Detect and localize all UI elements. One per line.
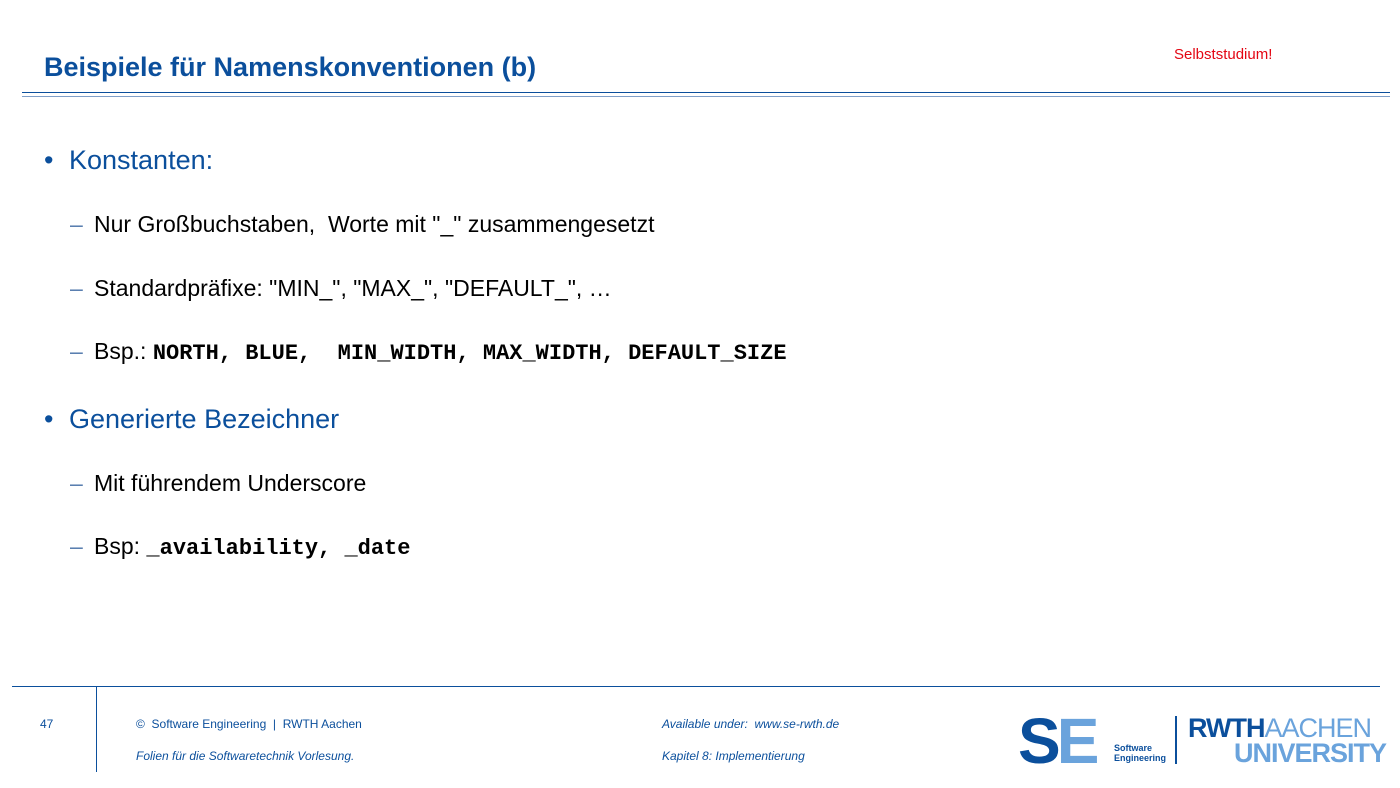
se-logo-sub-engineering: Engineering xyxy=(1114,753,1167,763)
sub-bullet-underscore-text: Mit führendem Underscore xyxy=(94,470,367,496)
se-logo-subtitle: Software Engineering xyxy=(1114,743,1166,763)
se-logo-s: S xyxy=(1018,705,1061,777)
constant-examples-code: NORTH, BLUE, MIN_WIDTH, MAX_WIDTH, DEFAU… xyxy=(152,341,787,366)
logo-separator xyxy=(1175,716,1177,764)
dash-marker: – xyxy=(70,338,83,364)
title-divider xyxy=(22,92,1390,93)
example-prefix: Bsp.: xyxy=(94,338,153,364)
rwth-logo: RWTHAACHEN UNIVERSITY xyxy=(1188,714,1387,767)
sub-bullet-prefixes: –Standardpräfixe: "MIN_", "MAX_", "DEFAU… xyxy=(70,275,612,302)
dash-marker: – xyxy=(70,533,83,559)
sub-bullet-prefixes-text: Standardpräfixe: "MIN_", "MAX_", "DEFAUL… xyxy=(94,275,612,301)
footer-divider xyxy=(12,686,1380,687)
self-study-badge: Selbststudium! xyxy=(1174,46,1273,63)
sub-bullet-uppercase-text: Nur Großbuchstaben, Worte mit "_" zusamm… xyxy=(94,211,655,237)
footer-course-note: Folien für die Softwaretechnik Vorlesung… xyxy=(136,749,355,763)
bullet-dot: • xyxy=(44,404,54,434)
bullet-generated-identifiers: • Generierte Bezeichner xyxy=(44,404,339,435)
se-logo-letters: SE xyxy=(1018,704,1100,778)
rwth-logo-top: RWTHAACHEN xyxy=(1188,713,1373,743)
sub-bullet-uppercase: –Nur Großbuchstaben, Worte mit "_" zusam… xyxy=(70,211,654,238)
bullet-constants: • Konstanten: xyxy=(44,145,213,176)
se-logo-e: E xyxy=(1056,705,1100,777)
rwth-logo-rwth: RWTH xyxy=(1188,713,1265,743)
page-number: 47 xyxy=(40,717,54,731)
footer-vertical-divider xyxy=(96,686,97,772)
sub-bullet-generated-examples: –Bsp: _availability, _date xyxy=(70,533,410,561)
bullet-generated-label: Generierte Bezeichner xyxy=(69,404,340,434)
footer-available: Available under: www.se-rwth.de xyxy=(662,717,840,731)
dash-marker: – xyxy=(70,470,83,496)
page-title: Beispiele für Namenskonventionen (b) xyxy=(44,52,537,82)
title-divider-secondary xyxy=(22,96,1390,97)
example-prefix: Bsp: xyxy=(94,533,147,559)
footer-chapter: Kapitel 8: Implementierung xyxy=(662,749,805,763)
bullet-constants-label: Konstanten: xyxy=(69,145,214,175)
se-logo: SE Software Engineering xyxy=(1018,705,1168,777)
generated-examples-code: _availability, _date xyxy=(146,536,411,561)
rwth-logo-aachen: AACHEN xyxy=(1264,713,1373,743)
sub-bullet-underscore: –Mit führendem Underscore xyxy=(70,470,366,497)
dash-marker: – xyxy=(70,275,83,301)
bullet-dot: • xyxy=(44,145,54,175)
rwth-logo-university: UNIVERSITY xyxy=(1234,738,1387,768)
sub-bullet-constant-examples: –Bsp.: NORTH, BLUE, MIN_WIDTH, MAX_WIDTH… xyxy=(70,338,787,366)
se-logo-sub-software: Software xyxy=(1114,743,1153,753)
footer-copyright: © Software Engineering | RWTH Aachen xyxy=(136,717,362,731)
dash-marker: – xyxy=(70,211,83,237)
